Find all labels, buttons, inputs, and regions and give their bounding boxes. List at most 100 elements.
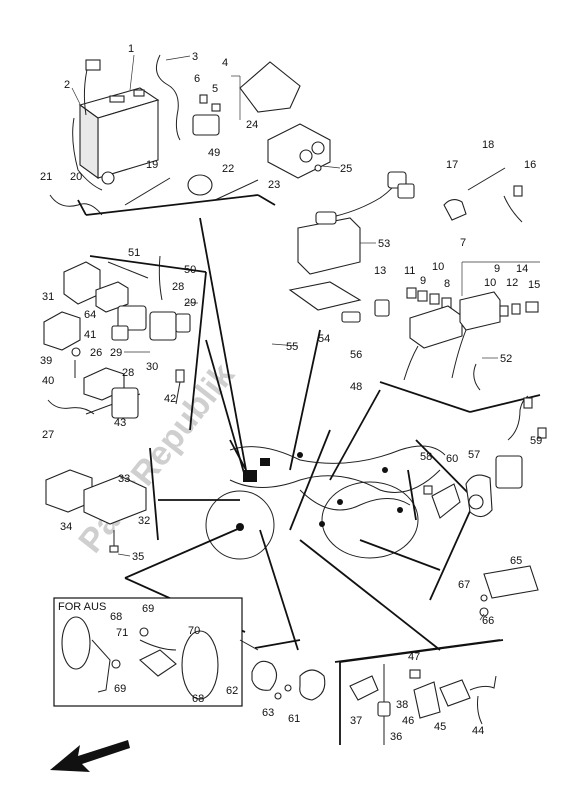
sensor-17 xyxy=(443,199,467,221)
label-34: 34 xyxy=(60,521,72,533)
ecu-group xyxy=(288,167,541,413)
label-60: 60 xyxy=(446,453,458,465)
right-middle-group xyxy=(423,395,547,519)
label-18: 18 xyxy=(482,139,494,151)
label-29a: 29 xyxy=(184,297,196,309)
label-27: 27 xyxy=(42,429,54,441)
horn-group xyxy=(239,639,326,701)
switch-group xyxy=(339,639,504,745)
label-52: 52 xyxy=(500,353,512,365)
label-16: 16 xyxy=(524,159,536,171)
label-54: 54 xyxy=(318,333,330,345)
label-11: 11 xyxy=(404,265,415,277)
plate-group xyxy=(479,565,539,617)
label-17: 17 xyxy=(446,159,458,171)
battery-band xyxy=(72,117,103,191)
label-42: 42 xyxy=(164,393,176,405)
reflector-right xyxy=(181,630,219,700)
fuse-box-right xyxy=(459,291,501,331)
relay-cover xyxy=(239,61,301,113)
label-3: 3 xyxy=(192,51,198,63)
label-28a: 28 xyxy=(172,281,184,293)
label-31: 31 xyxy=(42,291,54,303)
cable-tie-19 xyxy=(124,177,171,206)
label-13: 13 xyxy=(374,265,386,277)
wire-20 xyxy=(49,194,103,216)
relay-42 xyxy=(111,387,139,419)
label-9b: 9 xyxy=(494,263,500,275)
label-64: 64 xyxy=(84,309,96,321)
label-69b: 69 xyxy=(114,683,126,695)
cdi-unit xyxy=(267,123,331,179)
label-59: 59 xyxy=(530,435,542,447)
plate-46 xyxy=(413,681,441,719)
switch-37 xyxy=(349,675,379,701)
label-53: 53 xyxy=(378,238,390,250)
label-67: 67 xyxy=(458,579,470,591)
unit-59 xyxy=(495,455,523,489)
label-58: 58 xyxy=(420,451,432,463)
label-5: 5 xyxy=(212,83,218,95)
label-33: 33 xyxy=(118,473,130,485)
label-70: 70 xyxy=(188,625,200,637)
label-10a: 10 xyxy=(432,261,444,273)
relay-31 xyxy=(63,261,101,305)
label-14: 14 xyxy=(516,263,528,275)
switch-45 xyxy=(439,679,471,707)
label-36: 36 xyxy=(390,731,402,743)
bracket-70 xyxy=(139,649,177,677)
label-9a: 9 xyxy=(420,275,426,287)
arrow-left-down-icon xyxy=(50,740,130,772)
label-24: 24 xyxy=(246,119,258,131)
label-65: 65 xyxy=(510,555,522,567)
label-21: 21 xyxy=(40,171,52,183)
label-29b: 29 xyxy=(110,347,122,359)
label-leaders xyxy=(71,54,498,621)
inset-title: FOR AUS xyxy=(58,601,106,613)
label-15: 15 xyxy=(528,279,540,291)
relay-group xyxy=(43,255,207,431)
label-66: 66 xyxy=(482,615,494,627)
relay-30 xyxy=(149,311,177,341)
label-39: 39 xyxy=(40,355,52,367)
label-7: 7 xyxy=(460,237,466,249)
label-45: 45 xyxy=(434,721,446,733)
label-43: 43 xyxy=(114,417,126,429)
label-23: 23 xyxy=(268,179,280,191)
label-19: 19 xyxy=(146,159,158,171)
ecu-bracket xyxy=(288,281,362,311)
reflector-left xyxy=(61,616,91,670)
horn-61 xyxy=(299,669,326,701)
label-46: 46 xyxy=(402,715,414,727)
label-2: 2 xyxy=(64,79,70,91)
label-8: 8 xyxy=(444,278,450,290)
label-38: 38 xyxy=(396,699,408,711)
label-48: 48 xyxy=(350,381,362,393)
label-61: 61 xyxy=(288,713,300,725)
label-26: 26 xyxy=(90,347,102,359)
label-49: 49 xyxy=(208,147,220,159)
label-40: 40 xyxy=(42,375,54,387)
label-6: 6 xyxy=(194,73,200,85)
label-63: 63 xyxy=(262,707,274,719)
flasher-relay xyxy=(187,174,213,196)
label-56: 56 xyxy=(350,349,362,361)
relay-28 xyxy=(117,305,147,331)
horn-62 xyxy=(251,660,278,691)
plate-65 xyxy=(483,565,539,599)
battery xyxy=(78,87,160,180)
label-12: 12 xyxy=(506,277,518,289)
ecu-box xyxy=(297,217,361,275)
label-68a: 68 xyxy=(110,611,122,623)
label-35: 35 xyxy=(132,551,144,563)
starter-relay xyxy=(192,114,220,136)
label-1: 1 xyxy=(128,43,134,55)
label-50: 50 xyxy=(184,264,196,276)
part-number-labels: 1 2 3 4 5 6 24 19 49 22 23 25 21 20 18 1… xyxy=(40,43,542,743)
label-62: 62 xyxy=(226,685,238,697)
label-30: 30 xyxy=(146,361,158,373)
label-71: 71 xyxy=(116,627,128,639)
label-4: 4 xyxy=(222,57,228,69)
label-44: 44 xyxy=(472,725,484,737)
relay-64 xyxy=(95,281,129,313)
